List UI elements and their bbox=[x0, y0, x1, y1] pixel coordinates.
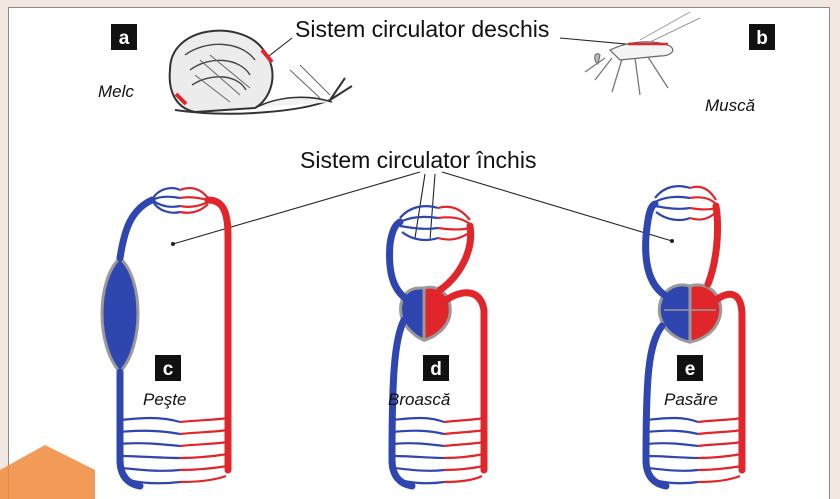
bird-body-capillaries bbox=[646, 418, 742, 483]
pointer-closed-to-bird bbox=[442, 172, 672, 241]
svg-text:a: a bbox=[119, 28, 130, 49]
badge-a: a bbox=[111, 24, 137, 50]
badge-e: e bbox=[677, 355, 703, 381]
bird-lung-capillaries bbox=[655, 186, 716, 220]
pointer-dot-bird bbox=[670, 239, 674, 243]
pointer-dot-fish bbox=[171, 242, 175, 246]
open-system-title: Sistem circulator deschis bbox=[295, 16, 549, 42]
fish-gill-capillaries bbox=[152, 188, 208, 213]
fish-label: Peşte bbox=[143, 390, 186, 409]
badge-b: b bbox=[749, 24, 775, 50]
svg-text:e: e bbox=[685, 359, 696, 380]
snail-label: Melc bbox=[98, 82, 134, 101]
bird-circulation bbox=[646, 186, 742, 486]
frog-lung-capillaries bbox=[400, 206, 470, 240]
frog-circulation bbox=[390, 206, 484, 486]
fly-illustration bbox=[585, 12, 700, 95]
fly-label: Muscă bbox=[705, 96, 755, 115]
closed-system-title: Sistem circulator închis bbox=[300, 147, 536, 173]
corner-accent bbox=[0, 445, 95, 499]
bird-label: Pasăre bbox=[664, 390, 718, 409]
badge-d: d bbox=[423, 355, 449, 381]
svg-text:b: b bbox=[756, 28, 768, 49]
fish-body-capillaries bbox=[120, 418, 228, 483]
svg-text:c: c bbox=[163, 359, 174, 380]
svg-text:d: d bbox=[430, 359, 442, 380]
frog-label: Broască bbox=[388, 390, 450, 409]
pointer-closed-to-fish bbox=[173, 172, 420, 244]
badge-c: c bbox=[155, 355, 181, 381]
fish-circulation bbox=[102, 188, 228, 486]
frog-body-capillaries bbox=[392, 418, 484, 483]
snail-illustration bbox=[170, 31, 352, 114]
